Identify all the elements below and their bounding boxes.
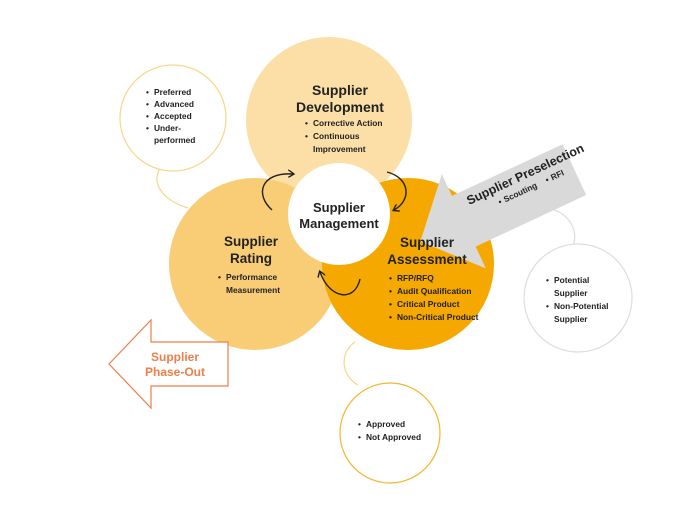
phaseout-arrow[interactable] [108,318,229,410]
assessment-callout-dot: • [358,419,361,429]
rating-callout-dot: • [146,87,149,97]
preselection-callout-item-2: Non-Potential [554,301,608,311]
center-title-line1: Supplier [313,200,365,215]
preselection-callout-item-2-cont: Supplier [554,314,588,324]
center-title-line2: Management [299,216,379,231]
rating-callout-dot: • [146,99,149,109]
preselection-callout-item-1: Potential [554,275,589,285]
development-bullet-2: Continuous [313,131,360,141]
assessment-callout-circle [339,382,441,484]
assessment-callout-item-1: Approved [366,419,405,429]
rating-bullet-1-cont: Measurement [226,285,280,295]
rating-bullet-1: Performance [226,272,278,282]
development-bullet-dot: • [305,131,308,141]
assessment-callout-dot: • [358,432,361,442]
assessment-bullet-dot: • [389,273,392,283]
rating-bullet-dot: • [218,272,221,282]
assessment-callout-connector [343,341,359,386]
development-bullet-2-cont: Improvement [313,144,366,154]
rating-callout-dot: • [146,111,149,121]
assessment-bullet-2: Audit Qualification [397,286,471,296]
center-circle [288,163,390,265]
rating-callout-item-4-cont: performed [154,135,195,145]
rating-callout-dot: • [146,123,149,133]
cycle-arrow-development-to-assessment [386,171,407,210]
rating-title-line2: Rating [230,251,272,266]
assessment-title-line2: Assessment [387,252,467,267]
rating-callout-circle [119,64,227,172]
preselection-bullet-dot: • [544,175,551,185]
assessment-bullet-3: Critical Product [397,299,460,309]
assessment-bullet-dot: • [389,299,392,309]
rating-title-line1: Supplier [224,234,279,249]
development-circle [246,37,412,203]
preselection-callout-dot: • [546,275,549,285]
rating-callout-item-2: Advanced [154,99,194,109]
preselection-callout-item-1-cont: Supplier [554,288,588,298]
rating-callout-item-1: Preferred [154,87,191,97]
rating-callout-item-3: Accepted [154,111,192,121]
preselection-callout-circle [523,243,633,353]
phaseout-label-line1: Supplier [151,350,199,364]
development-title-line1: Supplier [312,82,369,98]
assessment-callout-item-2: Not Approved [366,432,421,442]
cycle-arrow-rating-to-development [261,174,293,211]
assessment-bullet-1: RFP/RFQ [397,273,434,283]
assessment-bullet-4: Non-Critical Product [397,312,479,322]
assessment-bullet-dot: • [389,312,392,322]
development-bullet-1: Corrective Action [313,118,383,128]
phaseout-label-line2: Phase-Out [145,365,205,379]
development-bullet-dot: • [305,118,308,128]
assessment-title-line1: Supplier [400,235,455,250]
assessment-bullet-dot: • [389,286,392,296]
preselection-callout-dot: • [546,301,549,311]
preselection-bullet-dot: • [496,196,503,206]
rating-callout-item-4: Under- [154,123,181,133]
preselection-arrow[interactable] [398,123,596,289]
cycle-arrow-assessment-to-rating [320,272,361,296]
development-title-line2: Development [296,99,384,115]
